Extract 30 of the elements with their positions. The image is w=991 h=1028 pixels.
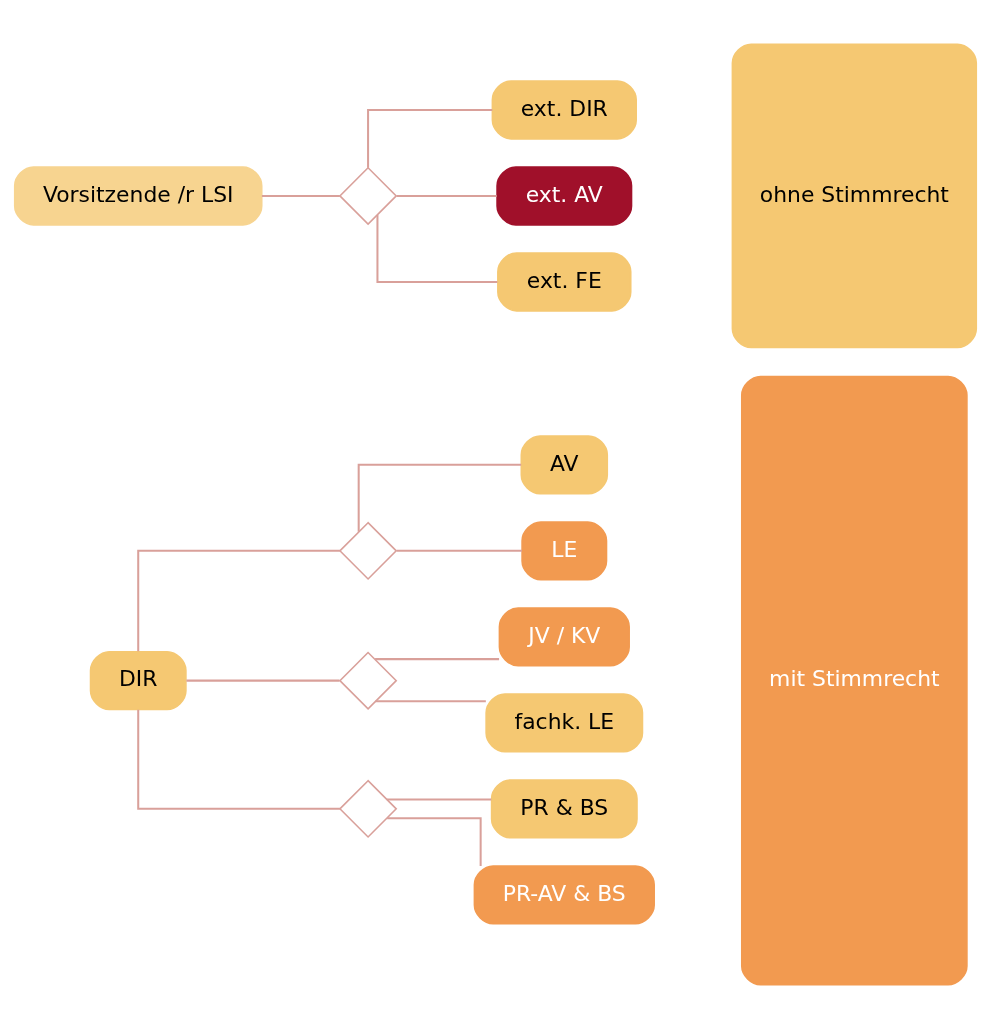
node-diamond xyxy=(338,521,398,580)
node-box: DIR xyxy=(89,650,187,710)
connector xyxy=(375,699,486,702)
node-diamond xyxy=(338,779,398,838)
connector xyxy=(357,463,522,532)
node-diamond xyxy=(338,166,398,225)
node-box: fachk. LE xyxy=(485,692,644,753)
connector xyxy=(386,797,492,800)
connector xyxy=(387,816,482,866)
node-box: ext. AV xyxy=(496,165,633,226)
node-box: PR & BS xyxy=(490,778,638,839)
node-box: AV xyxy=(520,434,609,495)
node-box: ohne Stimmrecht xyxy=(731,42,978,348)
node-box: JV / KV xyxy=(498,606,630,667)
connector xyxy=(137,709,340,810)
connector xyxy=(375,657,500,660)
node-box: Vorsitzende /r LSI xyxy=(13,165,263,226)
node-box: ext. FE xyxy=(497,251,632,312)
node-box: ext. DIR xyxy=(491,79,637,140)
connector xyxy=(137,549,340,651)
node-diamond xyxy=(338,650,398,710)
connector xyxy=(261,194,340,197)
connector xyxy=(367,108,493,168)
connector xyxy=(186,679,340,682)
connector xyxy=(396,549,522,552)
connector xyxy=(376,214,498,283)
node-box: LE xyxy=(521,520,608,581)
node-box: PR-AV & BS xyxy=(473,864,655,925)
node-box: mit Stimmrecht xyxy=(741,375,968,986)
connector xyxy=(396,194,497,197)
